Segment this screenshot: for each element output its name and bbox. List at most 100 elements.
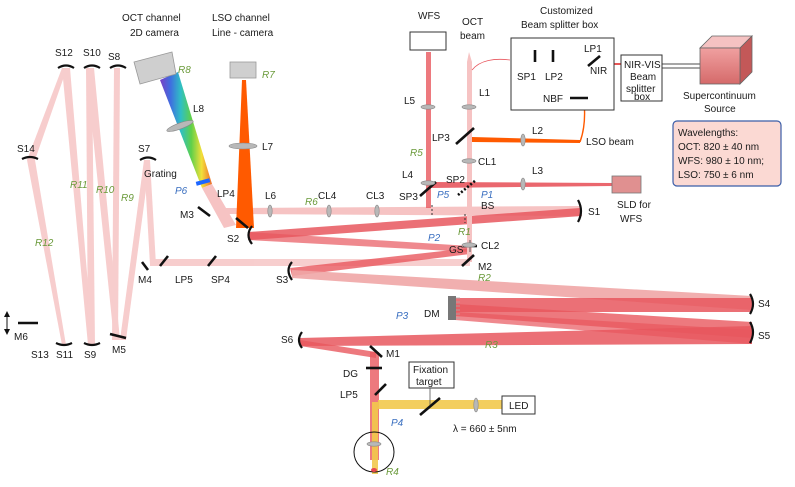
label-l5: L5 xyxy=(404,96,416,107)
label-cl1: CL1 xyxy=(478,157,497,168)
label-lp4: LP4 xyxy=(217,189,235,200)
label-p4: P4 xyxy=(391,418,404,429)
label-led: LED xyxy=(509,401,528,412)
oct-camera xyxy=(133,51,177,85)
label-sp3: SP3 xyxy=(399,192,418,203)
label-m3: M3 xyxy=(180,210,194,221)
label-lso-beam: LSO beam xyxy=(586,137,634,148)
label-s7: S7 xyxy=(138,144,151,155)
label-sp4: SP4 xyxy=(211,275,230,286)
label-s11: S11 xyxy=(56,350,73,361)
label-fixation-1: Fixation xyxy=(413,365,448,376)
label-dm: DM xyxy=(424,309,440,320)
label-r10: R10 xyxy=(96,185,115,196)
nir-vis-box xyxy=(620,54,663,102)
label-s4: S4 xyxy=(758,299,771,310)
beam-fixation xyxy=(378,400,502,409)
label-s9: S9 xyxy=(84,350,97,361)
label-s14: S14 xyxy=(17,144,35,155)
deformable-mirror xyxy=(448,296,456,320)
label-s12: S12 xyxy=(55,48,73,59)
label-p1-top: P1 xyxy=(481,190,493,201)
left-relay-mirrors xyxy=(4,64,157,347)
label-bs-box-2: Beam splitter box xyxy=(521,20,598,31)
supercontinuum-source xyxy=(699,35,753,85)
label-grating: Grating xyxy=(144,169,177,180)
label-r8: R8 xyxy=(178,65,191,76)
main-optics xyxy=(158,104,755,473)
label-oct-beam-1: OCT xyxy=(462,17,483,28)
label-s1: S1 xyxy=(588,207,601,218)
label-r2: R2 xyxy=(478,273,491,284)
label-l4: L4 xyxy=(402,170,414,181)
label-wavelengths-title: Wavelengths: xyxy=(678,128,738,139)
label-bs-box-1: Customized xyxy=(540,6,593,17)
lso-camera xyxy=(229,61,257,79)
label-s6: S6 xyxy=(281,335,294,346)
label-oct-camera-1: OCT channel xyxy=(122,13,181,24)
label-led-wavelength: λ = 660 ± 5nm xyxy=(453,424,517,435)
label-s3: S3 xyxy=(276,275,289,286)
label-m6: M6 xyxy=(14,332,28,343)
wfs-box xyxy=(409,31,447,51)
label-s13: S13 xyxy=(31,350,49,361)
label-l6: L6 xyxy=(265,191,277,202)
label-nir-vis-2: Beam xyxy=(630,72,656,83)
labels: S12 S10 S8 S14 S7 M6 S13 S11 S9 M5 M4 LP… xyxy=(14,6,771,478)
label-lp2: LP2 xyxy=(545,72,563,83)
label-lp5: LP5 xyxy=(340,390,358,401)
label-sld-2: WFS xyxy=(620,214,643,225)
label-cl2: CL2 xyxy=(481,241,500,252)
fixation-target-box xyxy=(408,361,455,389)
label-wavelength-lso: LSO: 750 ± 6 nm xyxy=(678,170,754,181)
label-lp5-left: LP5 xyxy=(175,275,193,286)
label-wfs: WFS xyxy=(418,11,441,22)
label-cl4: CL4 xyxy=(318,191,337,202)
left-relay-beams xyxy=(27,68,470,345)
label-gs: GS xyxy=(449,245,464,256)
component-boxes xyxy=(133,31,782,415)
label-l3: L3 xyxy=(532,166,544,177)
label-oct-beam-2: beam xyxy=(460,31,485,42)
label-lso-camera-1: LSO channel xyxy=(212,13,270,24)
label-r1: R1 xyxy=(458,227,471,238)
label-sp2: SP2 xyxy=(446,175,465,186)
label-s10: S10 xyxy=(83,48,101,59)
label-fixation-2: target xyxy=(416,377,442,388)
label-l2: L2 xyxy=(532,126,544,137)
label-lp3: LP3 xyxy=(432,133,450,144)
label-m5: M5 xyxy=(112,345,126,356)
beam-s3 xyxy=(290,248,470,276)
label-nir-vis-3: splitter xyxy=(626,84,656,95)
label-r9: R9 xyxy=(121,193,134,204)
label-s5: S5 xyxy=(758,331,771,342)
label-nir-vis-1: NIR-VIS xyxy=(624,60,661,71)
label-lso-camera-2: Line - camera xyxy=(212,28,274,39)
beam-row-s1 xyxy=(225,206,580,216)
grating xyxy=(195,178,211,186)
label-m1: M1 xyxy=(386,349,400,360)
label-nir: NIR xyxy=(590,66,607,77)
label-supercontinuum-2: Source xyxy=(704,104,736,115)
led-box xyxy=(501,395,536,415)
label-p3: P3 xyxy=(396,311,409,322)
wavelengths-box xyxy=(672,120,782,187)
label-sp1: SP1 xyxy=(517,72,536,83)
label-wavelength-oct: OCT: 820 ± 40 nm xyxy=(678,142,759,153)
label-r7: R7 xyxy=(262,70,275,81)
label-r3: R3 xyxy=(485,340,498,351)
beam-paths xyxy=(27,52,752,474)
beam-wfs xyxy=(426,52,431,208)
label-p2: P2 xyxy=(428,233,441,244)
label-r4: R4 xyxy=(386,467,399,478)
beam-s1-s2 xyxy=(248,208,582,240)
beam-splitter-box xyxy=(510,37,615,111)
label-dg: DG xyxy=(343,369,358,380)
label-p5-top: P5 xyxy=(437,190,450,201)
label-cl3: CL3 xyxy=(366,191,385,202)
label-wavelength-wfs: WFS: 980 ± 10 nm; xyxy=(678,156,764,167)
label-l1: L1 xyxy=(479,88,491,99)
label-nbf: NBF xyxy=(543,94,563,105)
